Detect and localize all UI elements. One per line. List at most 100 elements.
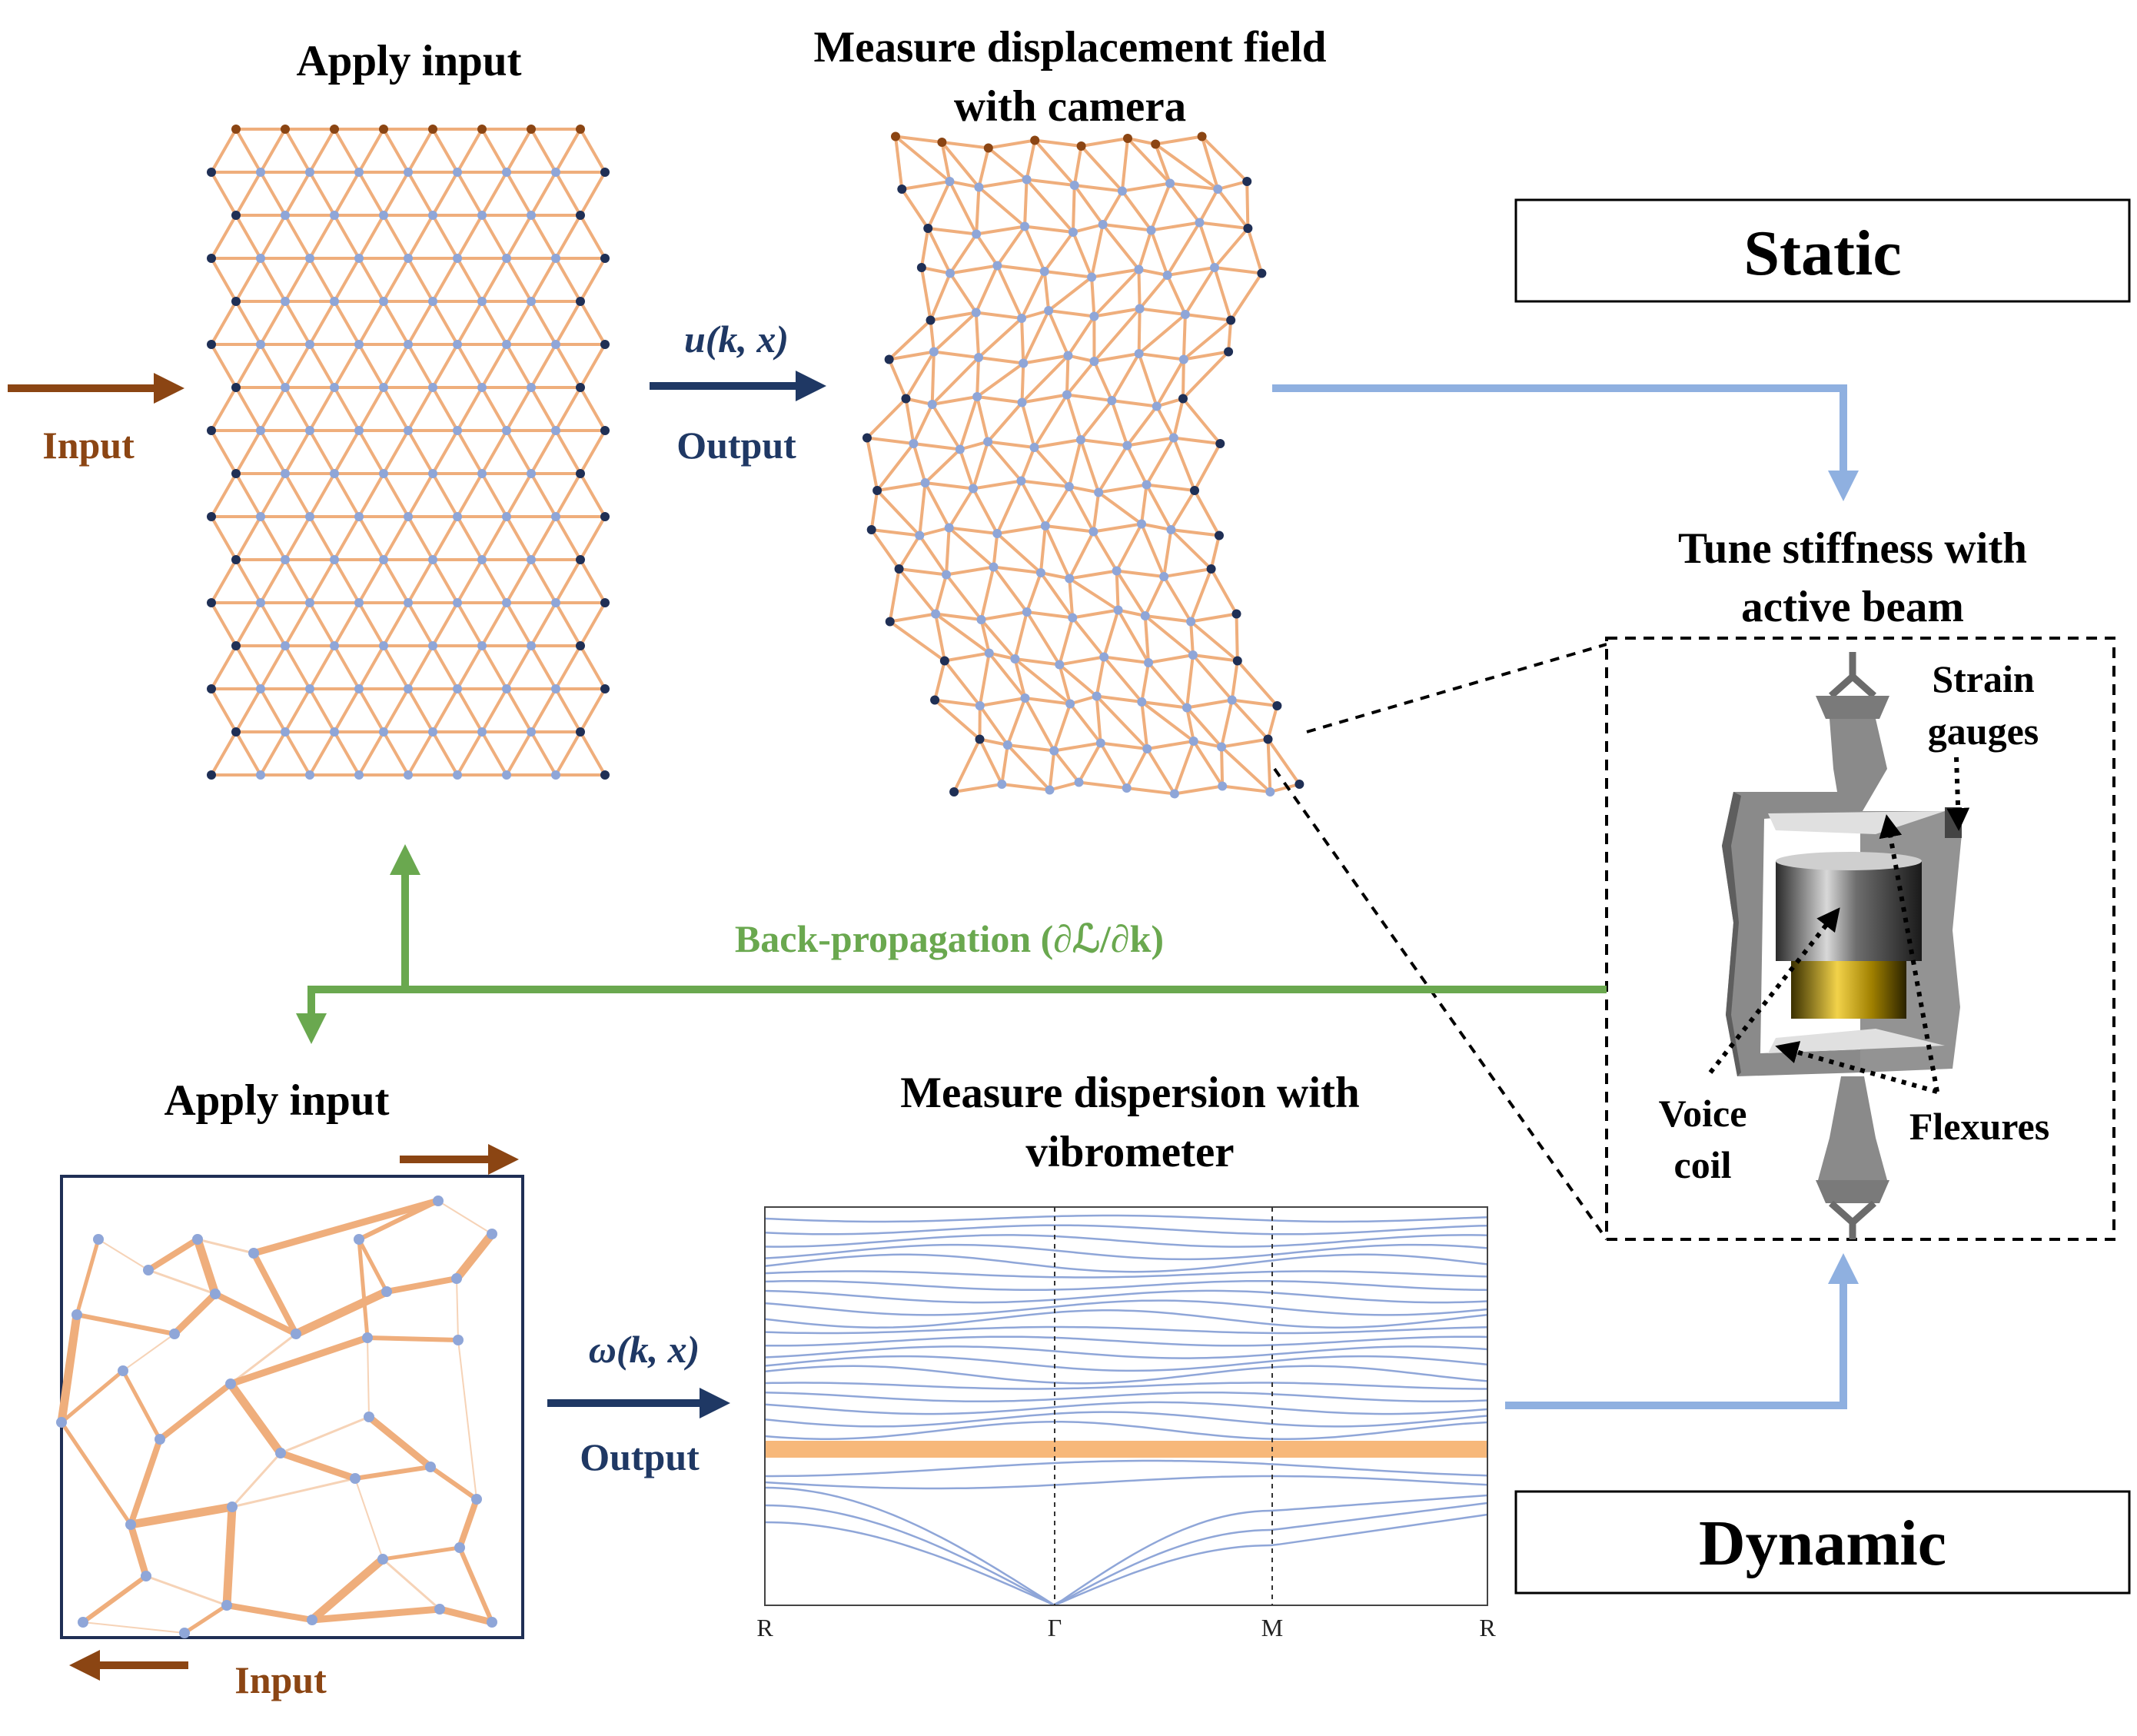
lattice-bond	[431, 171, 459, 216]
lattice-node	[551, 598, 560, 607]
lattice-bond	[259, 559, 287, 604]
lattice-bond	[1186, 698, 1233, 710]
lattice-node	[404, 770, 413, 780]
lattice-node	[330, 469, 339, 478]
lattice-bond	[1072, 223, 1104, 234]
lattice-bond	[333, 645, 361, 690]
lattice-bond	[1033, 139, 1076, 187]
lattice-node	[1030, 135, 1040, 145]
lattice-bond	[1044, 525, 1072, 580]
network-node	[141, 1571, 151, 1581]
lattice-node	[1092, 691, 1102, 701]
lattice-bond	[1235, 614, 1239, 661]
lattice-bond	[480, 731, 508, 776]
lattice-bond	[234, 559, 262, 604]
lattice-bond	[948, 181, 978, 235]
lattice-bond	[1025, 697, 1071, 706]
lattice-bond	[407, 645, 434, 690]
network-bond	[222, 1506, 237, 1606]
lattice-bond	[1103, 655, 1149, 664]
lattice-node	[477, 297, 487, 306]
lattice-bond	[210, 559, 238, 604]
optical-band	[764, 1391, 1488, 1403]
lattice-bond	[1220, 747, 1225, 787]
x-tick-label: M	[1261, 1614, 1283, 1641]
lattice-bond	[456, 731, 484, 776]
lattice-bond	[1185, 707, 1223, 748]
lattice-bond	[1068, 485, 1099, 494]
lattice-bond	[382, 731, 410, 776]
lattice-bond	[1182, 318, 1232, 361]
lattice-node	[939, 656, 949, 666]
lattice-bond	[1065, 355, 1070, 395]
lattice-bond	[1227, 320, 1233, 352]
lattice-bond	[945, 574, 983, 621]
lattice-node	[477, 727, 487, 737]
lattice-bond	[1221, 784, 1271, 793]
lattice-node	[231, 125, 241, 134]
lattice-bond	[1097, 444, 1129, 494]
lattice-node	[1045, 785, 1055, 795]
lattice-bond	[505, 516, 533, 560]
lattice-bond	[1181, 314, 1187, 360]
lattice-bond	[1193, 443, 1222, 491]
lattice-bond	[284, 215, 311, 259]
lattice-bond	[1155, 135, 1202, 146]
lattice-node	[1142, 480, 1152, 490]
lattice-bond	[308, 215, 336, 259]
lattice-bond	[871, 528, 920, 537]
lattice-bond	[1014, 657, 1072, 706]
network-bond	[128, 1438, 163, 1526]
lattice-node	[428, 555, 437, 564]
lattice-node	[1166, 525, 1176, 534]
lattice-node	[942, 570, 952, 580]
lattice-bond	[1025, 178, 1075, 234]
zoom-line-upper	[1306, 643, 1607, 733]
lattice-bond	[1120, 138, 1129, 191]
lattice-bond	[888, 568, 901, 622]
lattice-bond	[259, 128, 287, 173]
lattice-node	[1232, 656, 1242, 666]
lattice-bond	[1143, 615, 1151, 663]
triangular-lattice-input	[207, 125, 610, 780]
dynamic-label: Dynamic	[1699, 1508, 1946, 1579]
lattice-bond	[949, 272, 978, 314]
disordered-network	[56, 1196, 497, 1638]
lattice-node	[1020, 693, 1030, 703]
network-node	[487, 1617, 497, 1628]
lattice-node	[1087, 272, 1097, 282]
lattice-node	[971, 308, 981, 318]
lattice-bond	[1096, 694, 1142, 703]
lattice-node	[453, 426, 462, 435]
network-bond	[193, 1238, 220, 1295]
lattice-bond	[1209, 535, 1221, 570]
lattice-bond	[1019, 447, 1036, 482]
lattice-node	[1035, 568, 1045, 577]
optical-band	[764, 1355, 1488, 1372]
lattice-bond	[912, 404, 934, 444]
lattice-node	[502, 168, 511, 177]
lattice-bond	[869, 490, 879, 530]
lattice-bond	[1102, 609, 1120, 658]
lattice-bond	[978, 738, 1004, 785]
network-bond	[438, 1605, 494, 1626]
lattice-bond	[1093, 522, 1142, 534]
lattice-bond	[1125, 405, 1158, 447]
lattice-node	[1022, 175, 1032, 185]
lattice-bond	[579, 344, 607, 388]
lattice-bond	[382, 258, 410, 302]
lattice-bond	[1007, 743, 1055, 753]
lattice-node	[862, 433, 872, 443]
strain-gauges-label-1: Strain	[1932, 657, 2035, 700]
lattice-bond	[480, 215, 508, 259]
lattice-bond	[480, 516, 508, 560]
lattice-node	[527, 297, 536, 306]
lattice-bond	[1099, 742, 1128, 790]
lattice-bond	[1266, 738, 1301, 786]
lattice-node	[207, 512, 216, 521]
lattice-bond	[284, 387, 311, 431]
lattice-bond	[1146, 740, 1195, 750]
lattice-bond	[942, 141, 989, 150]
lattice-bond	[554, 688, 582, 733]
lattice-node	[1151, 139, 1161, 149]
